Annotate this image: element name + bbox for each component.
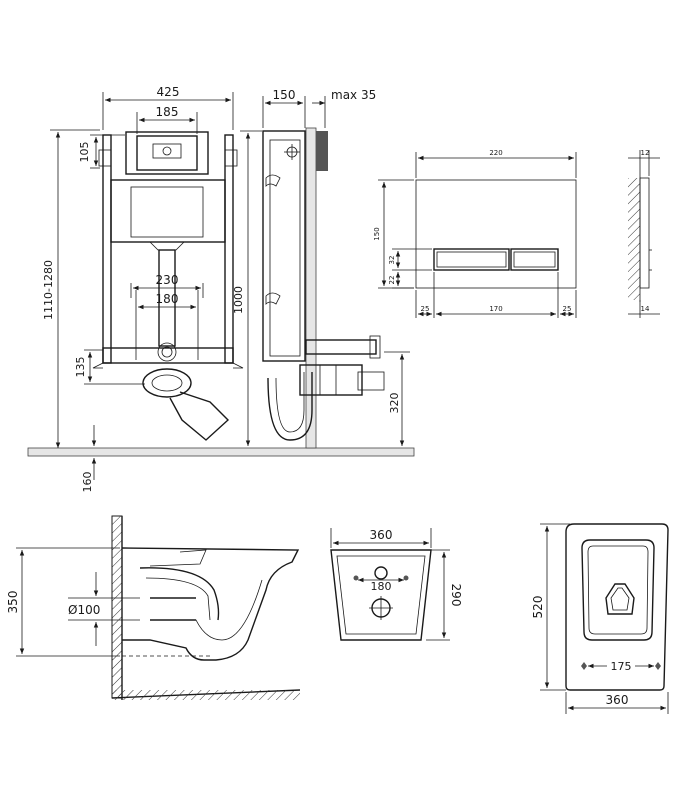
top-width-360-label: 360 bbox=[606, 693, 629, 707]
flush-plate-side bbox=[628, 176, 652, 302]
inlet-320-label: 320 bbox=[388, 393, 401, 414]
flush-plate-side-dimensions: 12 14 bbox=[628, 149, 660, 318]
margin-left-25-label: 25 bbox=[421, 305, 430, 313]
width-425-label: 425 bbox=[157, 85, 180, 99]
bowl-top-dimensions: 520 175 360 bbox=[531, 523, 669, 714]
floor-160-label: 160 bbox=[81, 472, 94, 493]
height-range-label: 1110-1280 bbox=[42, 260, 55, 320]
frame-side-dimensions: 150 max 35 1000 320 bbox=[232, 88, 410, 446]
flush-plate-dimensions: 220 150 32 22 25 170 25 bbox=[373, 149, 577, 318]
height-350-label: 350 bbox=[6, 591, 20, 614]
flush-plate-front bbox=[415, 179, 577, 289]
pipe-230-label: 230 bbox=[156, 273, 179, 287]
frame-front-dimensions: 425 185 105 1110-1280 230 180 135 160 bbox=[42, 85, 234, 493]
bowl-back-dimensions: 360 180 290 bbox=[330, 528, 463, 641]
back-width-360-label: 360 bbox=[370, 528, 393, 542]
stud-180-label: 180 bbox=[156, 292, 179, 306]
thickness-12-label: 12 bbox=[641, 149, 650, 157]
bolt-180-label: 180 bbox=[371, 580, 392, 593]
seat-175-label: 175 bbox=[611, 660, 632, 673]
offset-22-label: 22 bbox=[388, 276, 396, 285]
bowl-side-dimensions: 350 Ø100 bbox=[6, 547, 120, 657]
frame-front-view bbox=[92, 131, 244, 441]
button-32-label: 32 bbox=[388, 256, 396, 265]
top-105-label: 105 bbox=[78, 142, 91, 163]
back-height-290-label: 290 bbox=[449, 584, 463, 607]
max-35-label: max 35 bbox=[331, 88, 376, 102]
plate-220-label: 220 bbox=[489, 149, 502, 157]
bowl-side-view bbox=[68, 515, 301, 700]
wall-14-label: 14 bbox=[641, 305, 650, 313]
depth-150-label: 150 bbox=[273, 88, 296, 102]
plate-185-label: 185 bbox=[156, 105, 179, 119]
margin-right-25-label: 25 bbox=[563, 305, 572, 313]
outlet-135-label: 135 bbox=[74, 357, 87, 378]
plate-150-label: 150 bbox=[373, 227, 381, 240]
bowl-top-view bbox=[565, 523, 669, 691]
length-520-label: 520 bbox=[531, 596, 545, 619]
outlet-diameter-label: Ø100 bbox=[68, 603, 100, 617]
floor-line bbox=[27, 447, 415, 457]
button-170-label: 170 bbox=[489, 305, 502, 313]
bowl-back-view bbox=[330, 549, 432, 641]
frame-side-view bbox=[262, 127, 385, 449]
height-1000-label: 1000 bbox=[232, 286, 245, 314]
